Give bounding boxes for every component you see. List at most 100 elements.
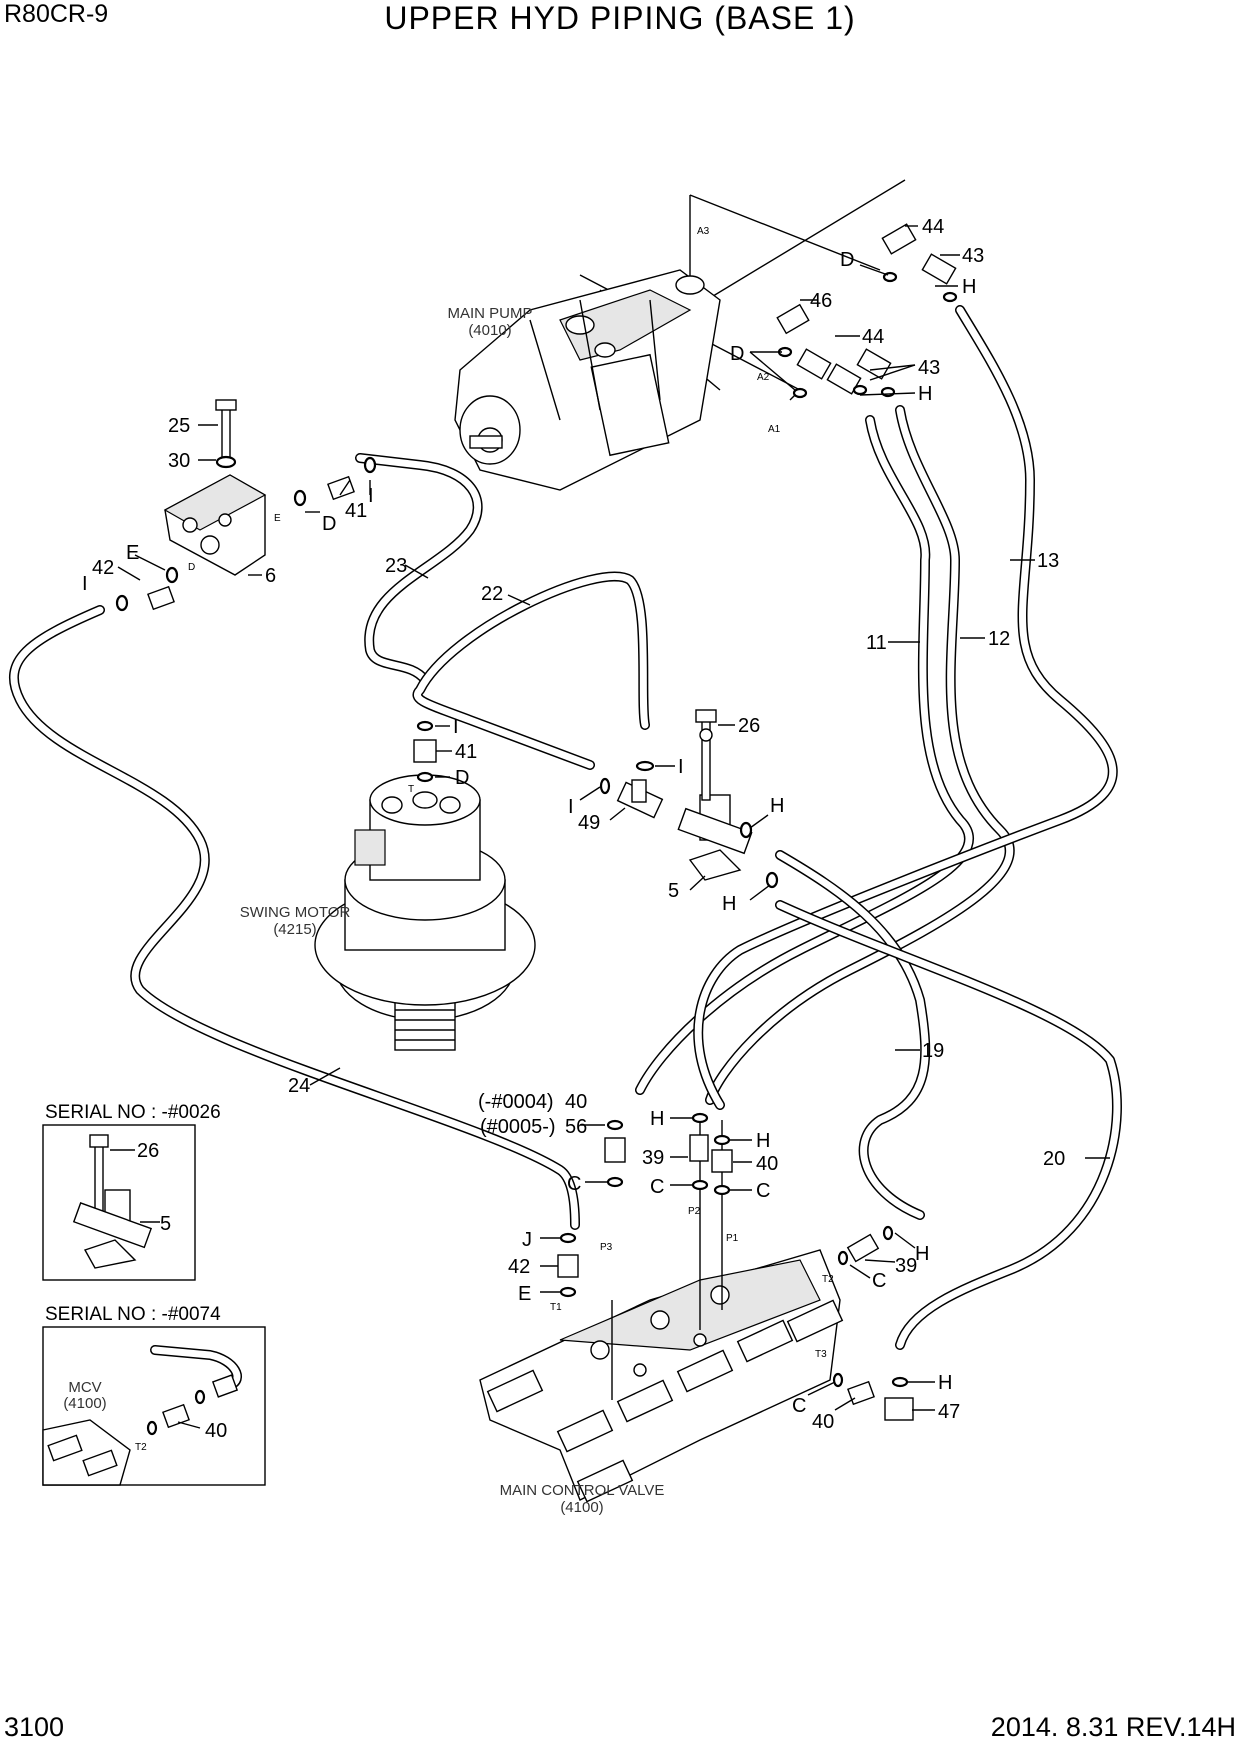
callout-Dd: D [455,767,469,789]
tee-49 [616,779,664,819]
port-T1: T1 [550,1302,562,1313]
callout-56: 56 [565,1116,587,1138]
hose-11 [635,415,974,1095]
callout-40a-serial: (-#0004) [478,1091,554,1113]
callout-Cd: C [872,1270,886,1292]
hose-20 [775,900,1122,1350]
callout-Ic: I [453,716,459,738]
inset2-mcv-code: (4100) [63,1395,106,1412]
callout-19: 19 [922,1040,944,1062]
page-number: 3100 [4,1712,65,1742]
callout-Hg: H [915,1243,929,1265]
hose-13 [693,305,1118,1110]
callout-43a: 43 [962,245,984,267]
callout-42a: 42 [92,557,114,579]
inset2-mcv-name: MCV [68,1379,101,1396]
callout-Da: D [840,249,854,271]
inset2-title: SERIAL NO : -#0074 [45,1304,221,1325]
callout-Id: I [678,756,684,778]
port-T3: T3 [815,1349,827,1360]
callout-40d: 40 [205,1420,227,1442]
callout-20: 20 [1043,1148,1065,1170]
callout-Ia: I [368,485,374,507]
callout-leaders [110,225,1110,1429]
model-number: R80CR-9 [4,0,109,28]
callout-24: 24 [288,1075,310,1097]
callout-56-serial: (#0005-) [480,1116,556,1138]
callout-39a: 39 [642,1147,664,1169]
callout-22: 22 [481,583,503,605]
callout-46: 46 [810,290,832,312]
callout-13: 13 [1037,550,1059,572]
callout-5b: 5 [160,1213,171,1235]
callout-5a: 5 [668,880,679,902]
main-control-valve-code: (4100) [560,1499,603,1516]
main-pump-name: MAIN PUMP [447,305,532,322]
callout-Dc: D [322,513,336,535]
callout-Eb: E [518,1283,531,1305]
callout-40c: 40 [812,1411,834,1433]
inset-serial-0026 [42,1124,196,1281]
hose-22 [412,571,650,770]
callout-26b: 26 [137,1140,159,1162]
port-A3: A3 [697,226,710,237]
callout-Cc: C [756,1180,770,1202]
callout-12: 12 [988,628,1010,650]
callout-41a: 41 [345,500,367,522]
hose-12 [705,405,1015,1105]
port-P3: P3 [600,1242,613,1253]
port-A2: A2 [757,372,770,383]
inset-serial-0074 [42,1326,266,1486]
fittings [115,223,958,1421]
swing-motor-name: SWING MOTOR [240,904,351,921]
callout-Ca: C [567,1173,581,1195]
port-block-D: D [188,562,195,573]
port-P1: P1 [726,1233,739,1244]
callout-42b: 42 [508,1256,530,1278]
callout-Ce: C [792,1395,806,1417]
callout-Ie: I [568,796,574,818]
callout-Ha: H [962,276,976,298]
callout-He: H [650,1108,664,1130]
port-T2: T2 [822,1274,834,1285]
callouts: 44 43 D H 46 44 D 43 H 25 30 41 D I 6 E … [82,216,1065,1442]
port-inset-T2: T2 [135,1442,147,1453]
callout-40b: 40 [756,1153,778,1175]
callout-44a: 44 [922,216,944,238]
hose-23 [355,453,483,685]
revision-date: 2014. 8.31 REV.14H [990,1712,1236,1742]
callout-49: 49 [578,812,600,834]
callout-Hd: H [722,893,736,915]
callout-47: 47 [938,1401,960,1423]
hose-24 [9,605,580,1230]
port-block-E: E [274,513,281,524]
inset1-title: SERIAL NO : -#0026 [45,1102,221,1123]
callout-23: 23 [385,555,407,577]
callout-44b: 44 [862,326,884,348]
callout-Hh: H [938,1372,952,1394]
valve-5 [677,709,753,881]
callout-39b: 39 [895,1255,917,1277]
callout-Db: D [730,343,744,365]
swing-motor [314,774,536,1051]
callout-6: 6 [265,565,276,587]
callout-40a: 40 [565,1091,587,1113]
page-title: UPPER HYD PIPING (BASE 1) [384,0,856,36]
main-control-valve [479,1120,844,1503]
main-control-valve-name: MAIN CONTROL VALVE [500,1482,665,1499]
callout-41b: 41 [455,741,477,763]
callout-Ib: I [82,573,88,595]
callout-25: 25 [168,415,190,437]
callout-Cb: C [650,1176,664,1198]
port-A1: A1 [768,424,781,435]
port-P2: P2 [688,1206,701,1217]
block-6 [163,399,267,576]
callout-11: 11 [866,632,887,654]
callout-26a: 26 [738,715,760,737]
swing-motor-code: (4215) [273,921,316,938]
callout-43b: 43 [918,357,940,379]
hose-19 [775,850,931,1220]
port-T: T [408,784,414,795]
